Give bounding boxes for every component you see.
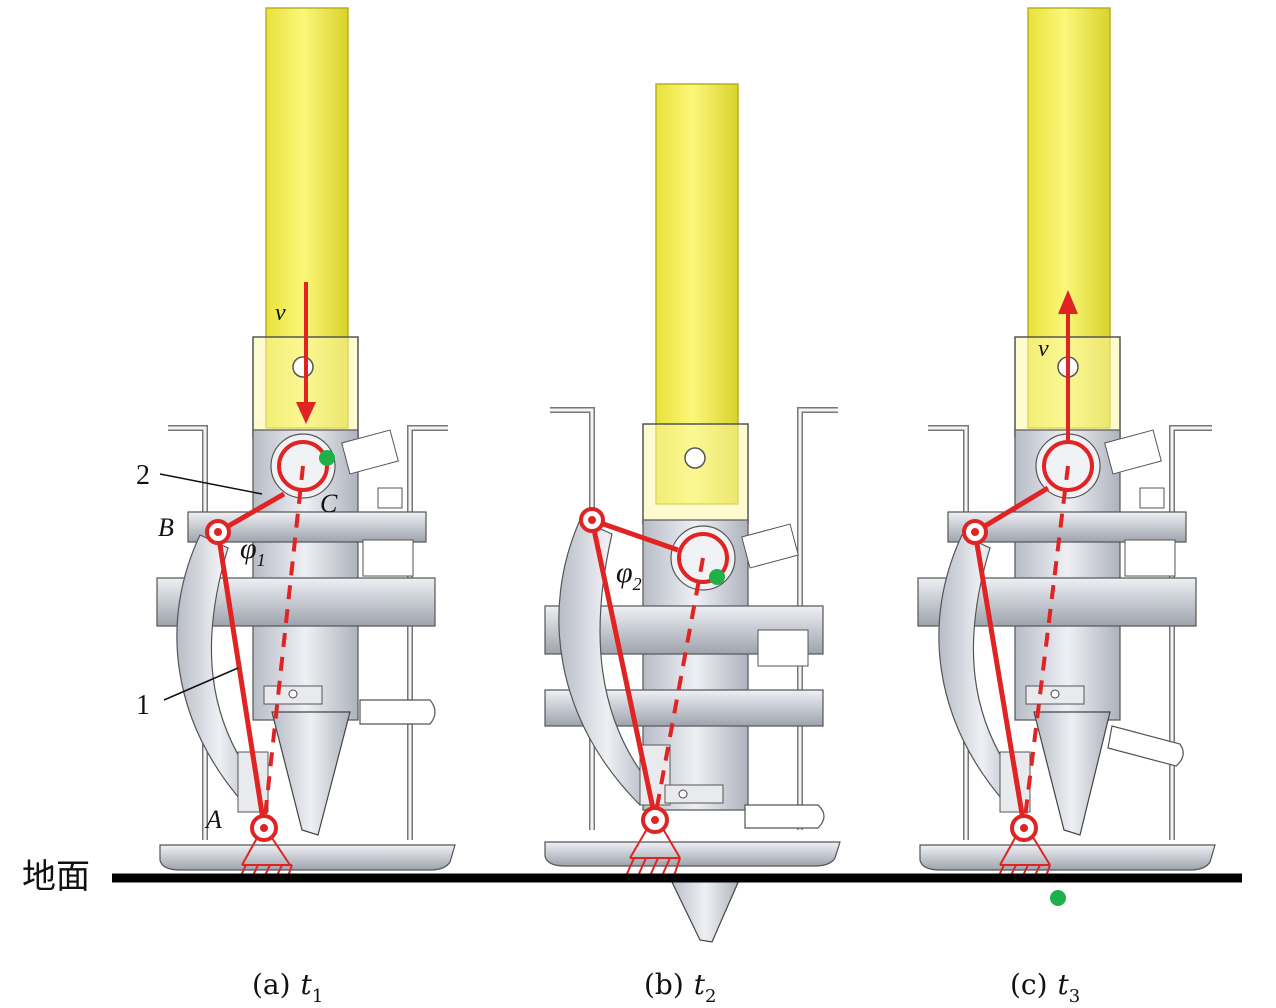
base-plate bbox=[919, 844, 1216, 871]
upper-plate bbox=[947, 511, 1187, 543]
velocity-label: v bbox=[1038, 336, 1049, 362]
leader-line-1 bbox=[163, 667, 239, 701]
link-bar-1 bbox=[589, 519, 658, 819]
point-label-c: C bbox=[320, 489, 338, 518]
link-bar-1 bbox=[972, 531, 1027, 827]
caption-c: (c)t3 bbox=[1010, 968, 1080, 1007]
guide-rod-right bbox=[1169, 425, 1212, 840]
link-bar-2 bbox=[973, 485, 1050, 535]
panel-c: v bbox=[917, 7, 1216, 906]
sleeve-hole bbox=[684, 447, 706, 469]
marker-dot bbox=[709, 569, 725, 585]
panel-b: φ2 bbox=[544, 83, 841, 943]
part-label-1: 1 bbox=[136, 690, 150, 721]
point-label-a: A bbox=[204, 805, 222, 834]
point-label-b: B bbox=[158, 513, 174, 542]
marker-dot bbox=[319, 450, 335, 466]
part-label-2: 2 bbox=[136, 460, 150, 491]
link-bar-1 bbox=[215, 531, 267, 827]
link-bar-2 bbox=[591, 517, 679, 553]
caption-a: (a)t1 bbox=[252, 968, 323, 1007]
dashed-line-ac bbox=[653, 557, 705, 819]
panel-a: v 2 1 B C A φ1 bbox=[136, 7, 456, 883]
marker-dot bbox=[1050, 890, 1066, 906]
punch-cone bbox=[271, 711, 351, 836]
angle-label-phi1: φ1 bbox=[240, 532, 266, 570]
base-plate bbox=[544, 841, 841, 867]
caption-b: (b)t2 bbox=[644, 968, 717, 1007]
pivot-c bbox=[677, 532, 729, 584]
ground-label: 地面 bbox=[22, 857, 90, 897]
pivot-c bbox=[1042, 440, 1094, 492]
base-plate bbox=[159, 844, 456, 871]
angle-label-phi2: φ2 bbox=[616, 556, 642, 594]
guide-rod-right bbox=[407, 425, 448, 840]
sleeve-housing bbox=[642, 423, 749, 525]
punch-cone bbox=[669, 877, 741, 943]
punch-cone bbox=[1033, 711, 1111, 836]
dashed-line-ac bbox=[1022, 465, 1070, 827]
sleeve-hole bbox=[292, 356, 314, 378]
dashed-line-ac bbox=[262, 465, 305, 827]
velocity-label: v bbox=[275, 300, 286, 326]
leader-line-2 bbox=[159, 473, 263, 495]
